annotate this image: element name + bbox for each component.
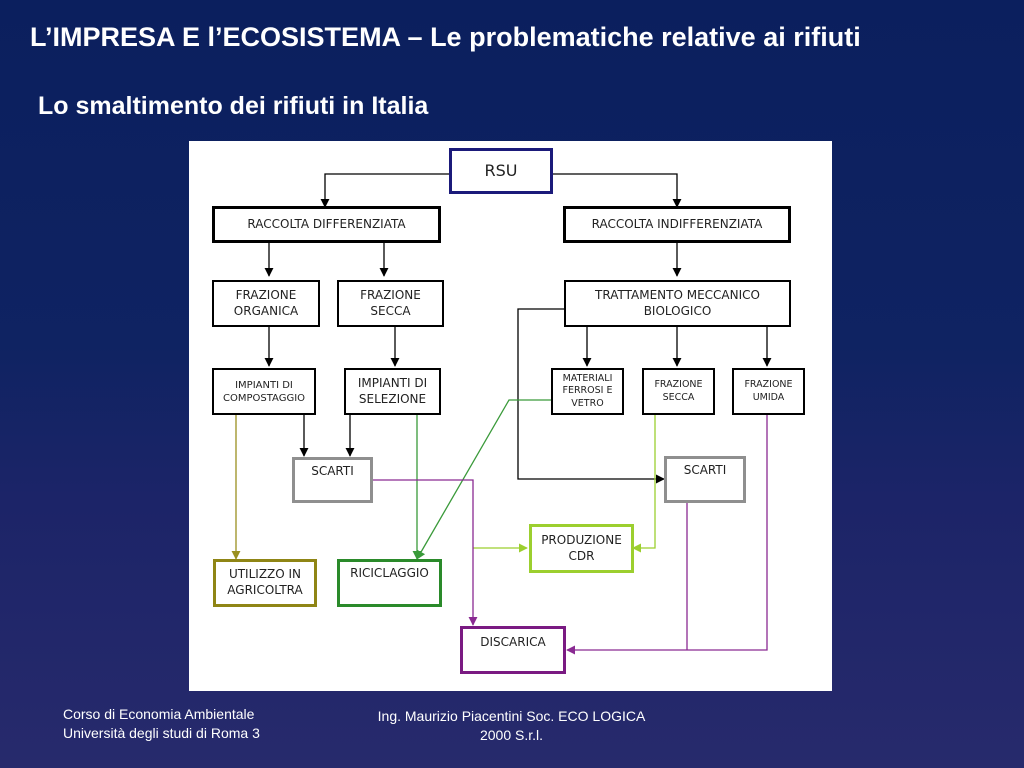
node-rsu: RSU bbox=[449, 148, 553, 194]
node-riciclaggio: RICICLAGGIO bbox=[337, 559, 442, 607]
diagram-connectors bbox=[231, 173, 772, 655]
slide-title: L’IMPRESA E l’ECOSISTEMA – Le problemati… bbox=[30, 22, 861, 52]
node-frazione-umida: FRAZIONE UMIDA bbox=[732, 368, 805, 415]
node-impianti-compostaggio: IMPIANTI DI COMPOSTAGGIO bbox=[212, 368, 316, 415]
node-discarica: DISCARICA bbox=[460, 626, 566, 674]
node-scarti-left: SCARTI bbox=[292, 457, 373, 503]
footer-course-line1: Corso di Economia Ambientale bbox=[63, 706, 255, 722]
node-impianti-selezione: IMPIANTI DI SELEZIONE bbox=[344, 368, 441, 415]
footer-author: Ing. Maurizio Piacentini Soc. ECO LOGICA… bbox=[355, 707, 668, 745]
footer-course: Corso di Economia Ambientale Università … bbox=[63, 705, 260, 743]
node-raccolta-indifferenziata: RACCOLTA INDIFFERENZIATA bbox=[563, 206, 791, 243]
node-frazione-secca-differenziata: FRAZIONE SECCA bbox=[337, 280, 444, 327]
footer-author-line1: Ing. Maurizio Piacentini Soc. ECO LOGICA bbox=[377, 708, 646, 724]
footer-course-line2: Università degli studi di Roma 3 bbox=[63, 724, 260, 741]
slide-subtitle: Lo smaltimento dei rifiuti in Italia bbox=[38, 92, 429, 120]
node-produzione-cdr: PRODUZIONE CDR bbox=[529, 524, 634, 573]
waste-flow-diagram: RSU RACCOLTA DIFFERENZIATA RACCOLTA INDI… bbox=[189, 141, 832, 691]
footer-author-line2: 2000 S.r.l. bbox=[479, 726, 544, 743]
node-scarti-right: SCARTI bbox=[664, 456, 746, 503]
node-raccolta-differenziata: RACCOLTA DIFFERENZIATA bbox=[212, 206, 441, 243]
node-frazione-organica: FRAZIONE ORGANICA bbox=[212, 280, 320, 327]
node-utilizzo-agricoltra: UTILIZZO IN AGRICOLTRA bbox=[213, 559, 317, 607]
node-frazione-secca-tmb: FRAZIONE SECCA bbox=[642, 368, 715, 415]
node-materiali-ferrosi-vetro: MATERIALI FERROSI E VETRO bbox=[551, 368, 624, 415]
node-trattamento-meccanico-biologico: TRATTAMENTO MECCANICO BIOLOGICO bbox=[564, 280, 791, 327]
